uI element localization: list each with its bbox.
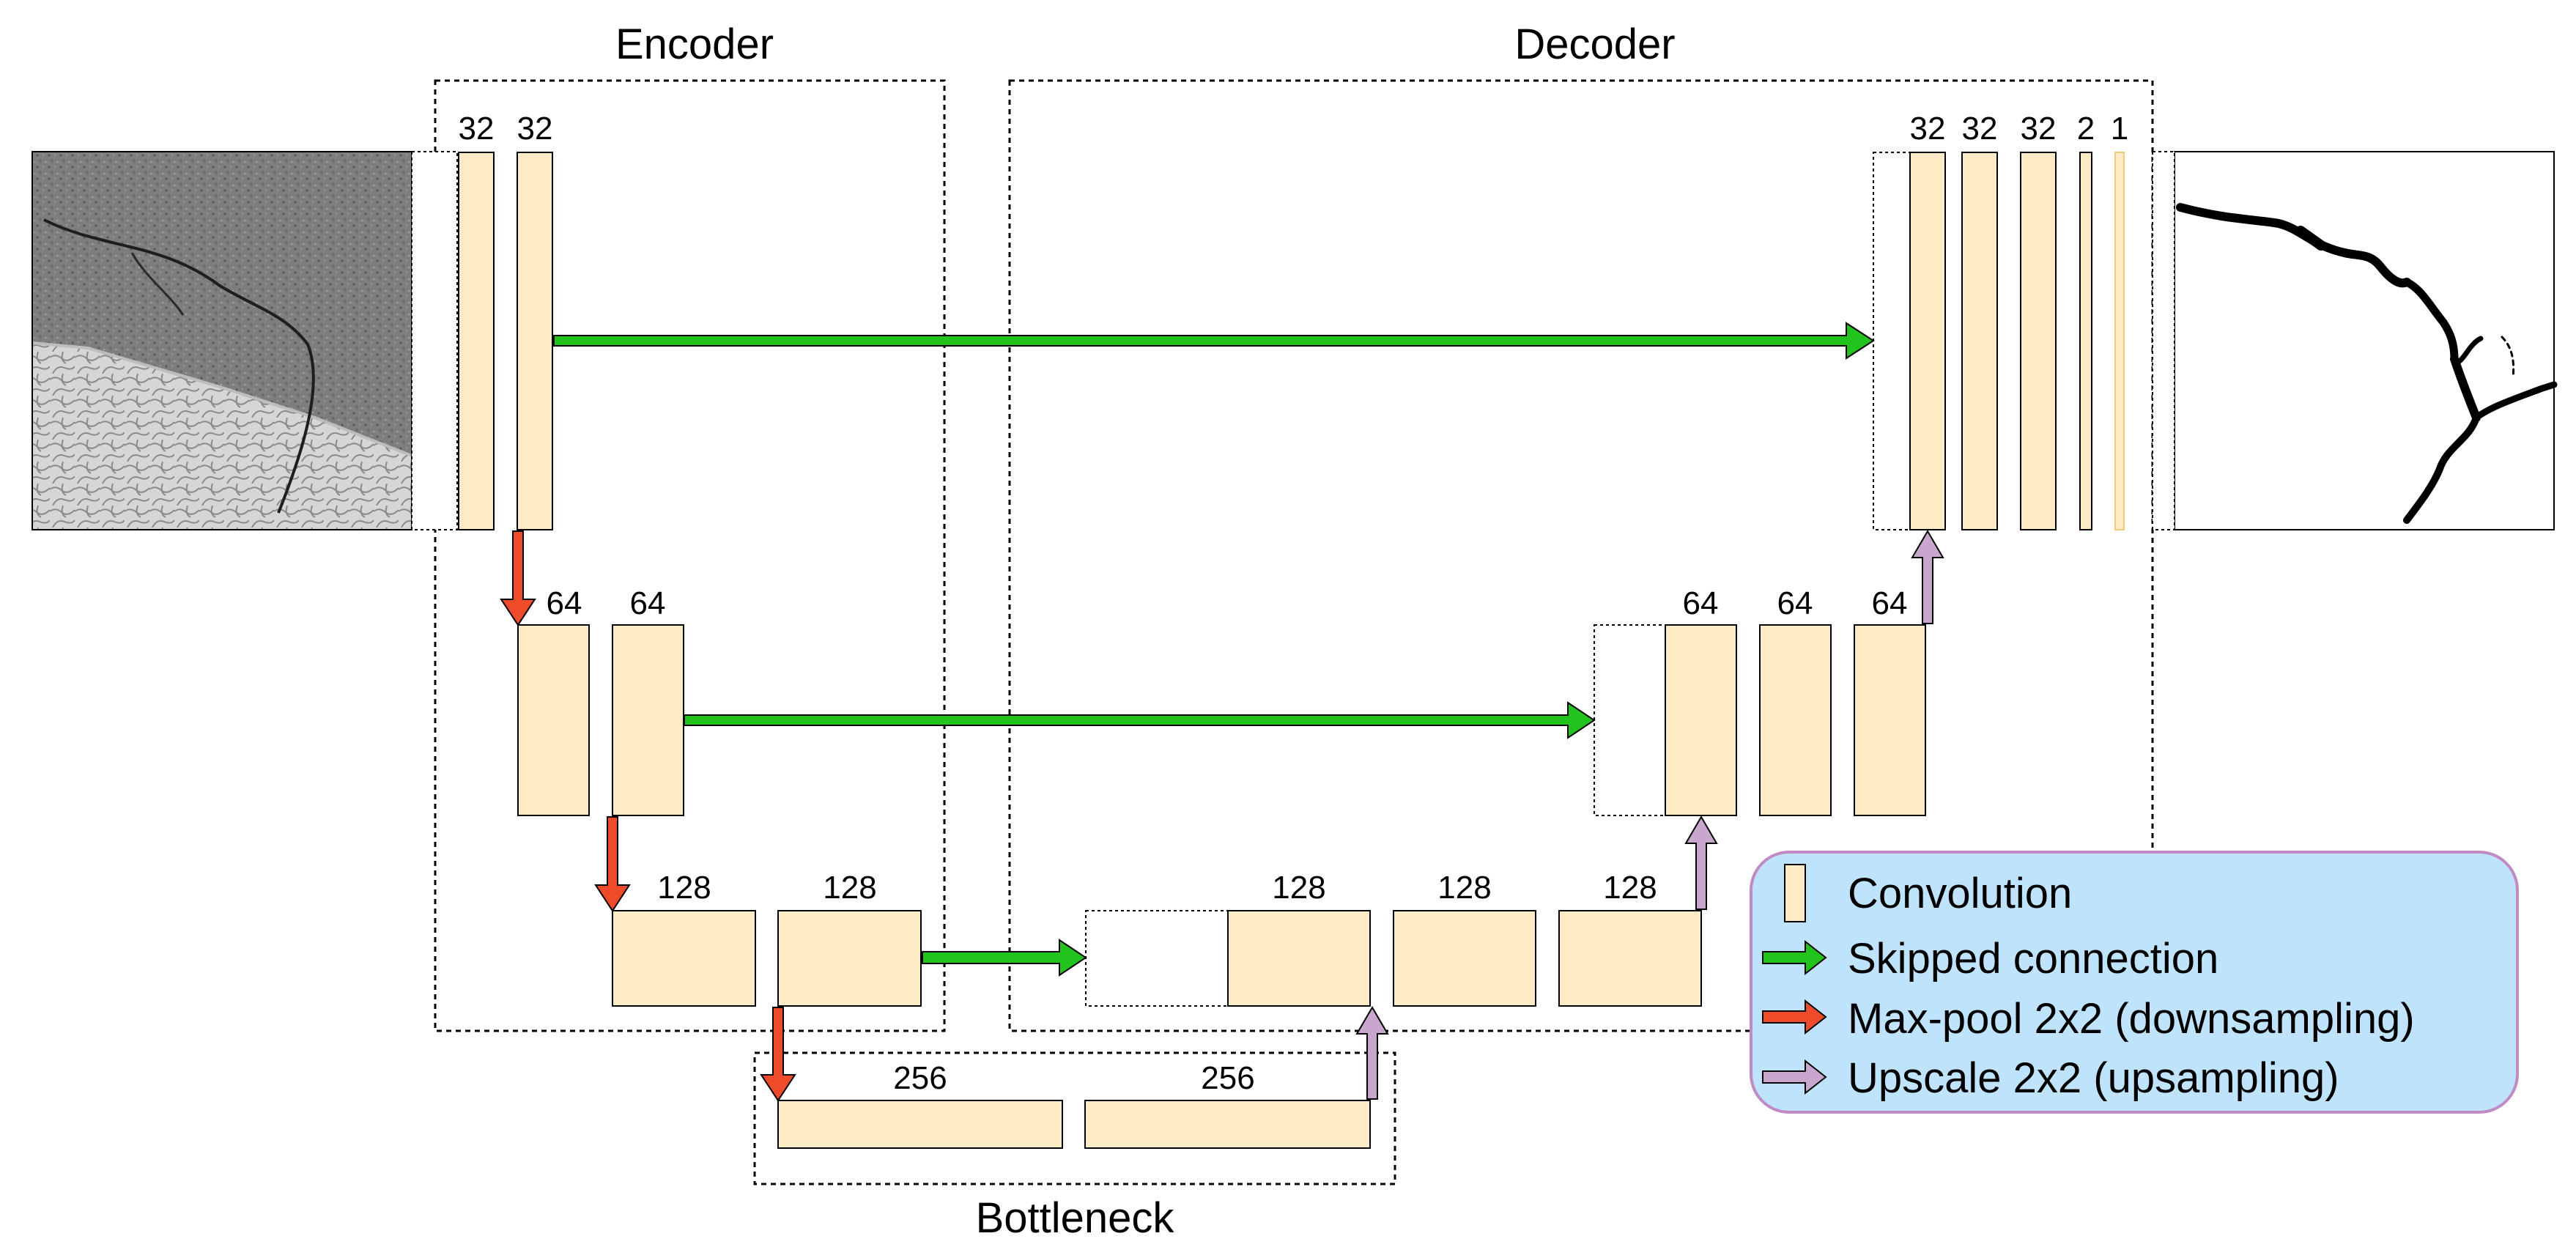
decoder1-conv3-channels: 32 xyxy=(2021,111,2057,147)
bottleneck-title: Bottleneck xyxy=(976,1194,1175,1242)
legend-upscale-label: Upscale 2x2 (upsampling) xyxy=(1848,1054,2339,1102)
decoder-region xyxy=(1008,79,2154,1032)
decoder2-conv1-block xyxy=(1665,624,1737,816)
skip-arrow-level1 xyxy=(553,322,1875,360)
output-ghost-frame xyxy=(2152,151,2175,530)
decoder1-skip-ghost xyxy=(1873,152,1911,530)
decoder3-conv2-block xyxy=(1393,910,1536,1007)
legend: Convolution Skipped connection Max-pool … xyxy=(1750,851,2519,1114)
decoder3-conv2-channels: 128 xyxy=(1437,870,1491,906)
decoder2-conv3-channels: 64 xyxy=(1872,585,1908,621)
decoder1-conv4-block xyxy=(2079,152,2092,530)
upscale-arrow-level2 xyxy=(1911,530,1944,624)
encoder1-conv2-block xyxy=(517,152,553,530)
legend-skip-label: Skipped connection xyxy=(1848,935,2218,983)
upscale-arrow-bottleneck xyxy=(1355,1006,1389,1100)
encoder2-conv2-channels: 64 xyxy=(630,585,666,621)
legend-box xyxy=(1750,851,2519,1114)
legend-conv-swatch xyxy=(1784,864,1806,922)
decoder3-conv1-channels: 128 xyxy=(1272,870,1325,906)
decoder3-skip-ghost xyxy=(1085,910,1229,1007)
encoder3-conv1-block xyxy=(612,910,756,1007)
skip-arrow-level2 xyxy=(684,701,1596,739)
decoder2-conv2-block xyxy=(1759,624,1832,816)
encoder-region xyxy=(434,79,946,1032)
input-image xyxy=(32,151,412,530)
encoder3-conv2-channels: 128 xyxy=(823,870,876,906)
legend-upscale-arrow-icon xyxy=(1762,1059,1827,1095)
decoder2-skip-ghost xyxy=(1594,624,1666,816)
decoder3-conv3-block xyxy=(1558,910,1702,1007)
bottleneck-region xyxy=(753,1051,1396,1185)
encoder2-conv2-block xyxy=(612,624,684,816)
bottleneck-conv2-channels: 256 xyxy=(1201,1060,1254,1096)
decoder2-conv3-block xyxy=(1854,624,1926,816)
encoder1-conv1-block xyxy=(458,152,495,530)
encoder2-conv1-block xyxy=(517,624,590,816)
encoder2-conv1-channels: 64 xyxy=(547,585,582,621)
legend-convolution-label: Convolution xyxy=(1848,870,2072,917)
decoder1-conv1-block xyxy=(1909,152,1946,530)
legend-skip-arrow-icon xyxy=(1762,939,1827,976)
legend-maxpool-arrow-icon xyxy=(1762,999,1827,1035)
output-mask-image xyxy=(2174,151,2558,530)
decoder2-conv1-channels: 64 xyxy=(1683,585,1719,621)
decoder1-conv2-block xyxy=(1961,152,1998,530)
encoder-title: Encoder xyxy=(615,21,774,68)
output-conv-channels: 1 xyxy=(2111,111,2128,147)
decoder1-conv1-channels: 32 xyxy=(1910,111,1946,147)
bottleneck-conv1-channels: 256 xyxy=(893,1060,947,1096)
skip-arrow-level3 xyxy=(922,939,1087,977)
maxpool-arrow-1 xyxy=(500,530,536,626)
upscale-arrow-level3 xyxy=(1684,815,1718,910)
decoder3-conv1-block xyxy=(1227,910,1371,1007)
maxpool-arrow-2 xyxy=(594,816,631,912)
maxpool-arrow-3 xyxy=(760,1007,796,1102)
decoder3-conv3-channels: 128 xyxy=(1603,870,1657,906)
decoder-title: Decoder xyxy=(1514,21,1675,68)
decoder1-conv2-channels: 32 xyxy=(1962,111,1998,147)
bottleneck-conv2-block xyxy=(1084,1100,1371,1149)
decoder1-conv4-channels: 2 xyxy=(2077,111,2095,147)
encoder1-conv1-channels: 32 xyxy=(459,111,495,147)
legend-maxpool-label: Max-pool 2x2 (downsampling) xyxy=(1848,995,2415,1043)
decoder2-conv2-channels: 64 xyxy=(1777,585,1813,621)
decoder1-conv3-block xyxy=(2020,152,2057,530)
encoder3-conv2-block xyxy=(777,910,922,1007)
bottleneck-conv1-block xyxy=(777,1100,1063,1149)
input-ghost-frame xyxy=(411,151,458,530)
encoder3-conv1-channels: 128 xyxy=(657,870,711,906)
encoder1-conv2-channels: 32 xyxy=(517,111,553,147)
output-conv-block xyxy=(2114,152,2125,530)
